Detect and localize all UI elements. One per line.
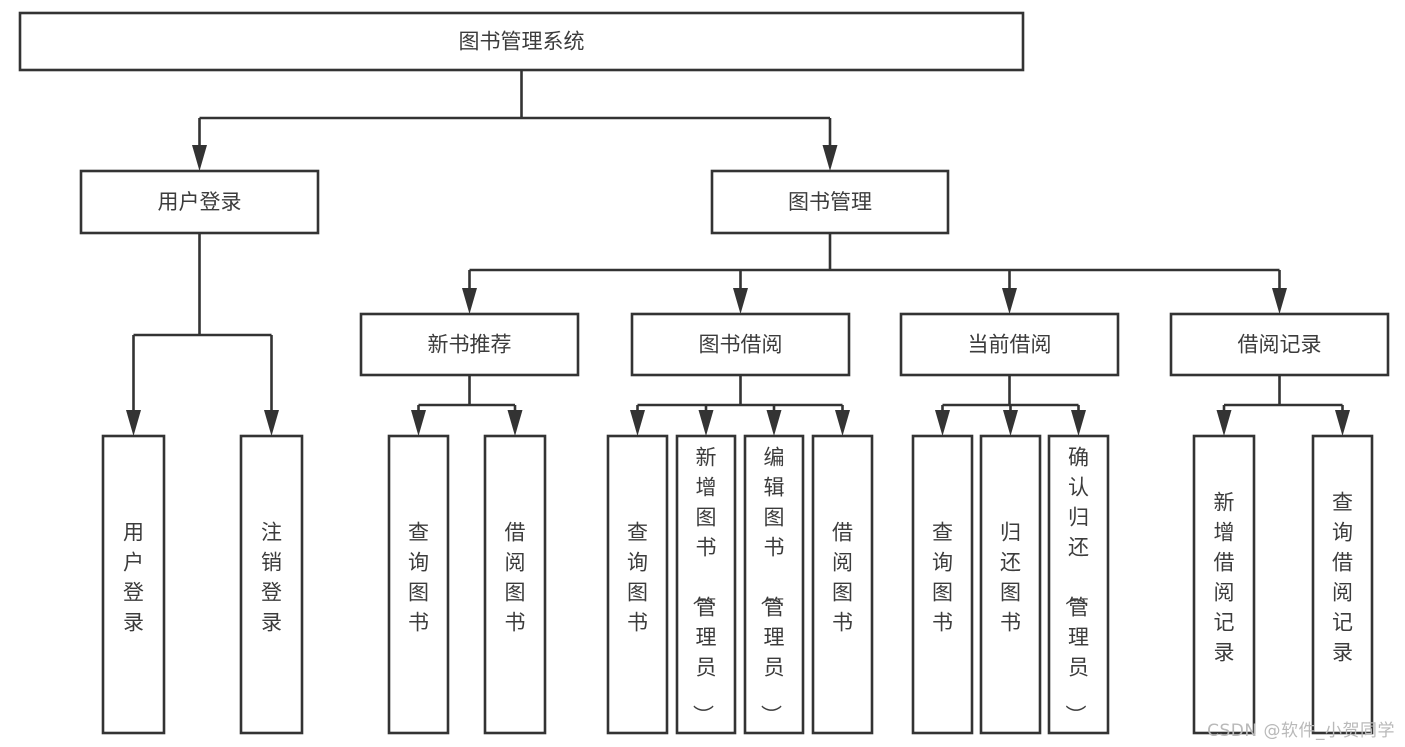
node-leaf-query-book-cur[interactable]: 查询图书 [911, 434, 974, 735]
arrow-head-icon [698, 410, 714, 436]
node-label-leaf-query-book-rec: 查询图书 [408, 521, 429, 635]
node-leaf-logout[interactable]: 注销登录 [239, 434, 304, 735]
node-label-leaf-query-book: 查询图书 [627, 521, 648, 635]
node-leaf-query-book-rec[interactable]: 查询图书 [387, 434, 450, 735]
node-label-user-login: 用户登录 [158, 190, 242, 214]
edge-group-borrow-record [1216, 375, 1350, 436]
arrow-head-icon [411, 410, 426, 436]
node-label-leaf-add-book: 新增图书（管理员） [691, 446, 717, 726]
node-label-book-borrow: 图书借阅 [699, 333, 783, 357]
edge-group-book-manage [462, 233, 1287, 314]
node-box-leaf-query-book-cur[interactable] [911, 434, 974, 735]
node-root[interactable]: 图书管理系统 [18, 11, 1025, 72]
arrow-head-icon [935, 410, 950, 436]
node-box-leaf-borrow-book[interactable] [811, 434, 874, 735]
node-box-leaf-return-book[interactable] [979, 434, 1042, 735]
node-leaf-edit-book[interactable]: 编辑图书（管理员） [743, 434, 805, 735]
node-leaf-query-record[interactable]: 查询借阅记录 [1311, 434, 1374, 735]
nodes-layer: 图书管理系统用户登录图书管理新书推荐图书借阅当前借阅借阅记录用户登录注销登录查询… [18, 11, 1390, 735]
node-box-borrow-record[interactable] [1169, 312, 1390, 377]
node-box-leaf-user-login[interactable] [101, 434, 166, 735]
node-label-root: 图书管理系统 [459, 30, 585, 54]
edge-group-user-login [126, 233, 279, 436]
node-leaf-borrow-book-rec[interactable]: 借阅图书 [483, 434, 547, 735]
edge-group-book-borrow [630, 375, 850, 436]
node-book-borrow[interactable]: 图书借阅 [630, 312, 851, 377]
arrow-head-icon [126, 410, 141, 436]
node-box-leaf-logout[interactable] [239, 434, 304, 735]
node-box-book-manage[interactable] [710, 169, 950, 235]
node-box-user-login[interactable] [79, 169, 320, 235]
arrow-head-icon [835, 410, 850, 436]
arrow-head-icon [462, 288, 477, 314]
node-current-borrow[interactable]: 当前借阅 [899, 312, 1120, 377]
edge-group-current-borrow [935, 375, 1086, 436]
node-label-leaf-user-login: 用户登录 [123, 521, 144, 635]
node-label-leaf-query-book-cur: 查询图书 [932, 521, 953, 635]
node-box-new-book-rec[interactable] [359, 312, 580, 377]
node-box-leaf-query-book[interactable] [606, 434, 669, 735]
node-box-leaf-add-book[interactable] [675, 434, 737, 735]
node-box-current-borrow[interactable] [899, 312, 1120, 377]
node-leaf-return-book[interactable]: 归还图书 [979, 434, 1042, 735]
arrow-head-icon [822, 145, 838, 171]
node-label-leaf-confirm-return: 确认归还（管理员） [1063, 446, 1089, 726]
node-borrow-record[interactable]: 借阅记录 [1169, 312, 1390, 377]
arrow-head-icon [1003, 410, 1018, 436]
node-label-leaf-return-book: 归还图书 [1000, 521, 1021, 635]
node-book-manage[interactable]: 图书管理 [710, 169, 950, 235]
arrow-head-icon [1071, 410, 1086, 436]
node-leaf-borrow-book[interactable]: 借阅图书 [811, 434, 874, 735]
edge-group-root [192, 70, 838, 171]
node-leaf-add-record[interactable]: 新增借阅记录 [1192, 434, 1256, 735]
node-box-book-borrow[interactable] [630, 312, 851, 377]
edge-group-new-book-rec [411, 375, 523, 436]
node-box-leaf-borrow-book-rec[interactable] [483, 434, 547, 735]
node-leaf-add-book[interactable]: 新增图书（管理员） [675, 434, 737, 735]
arrow-head-icon [192, 145, 207, 171]
csdn-watermark: CSDN @软件_小贺同学 [1207, 721, 1395, 741]
node-label-leaf-query-record: 查询借阅记录 [1332, 491, 1353, 665]
arrow-head-icon [1335, 410, 1350, 436]
node-label-book-manage: 图书管理 [788, 190, 872, 214]
node-label-leaf-edit-book: 编辑图书（管理员） [759, 446, 785, 726]
node-label-leaf-borrow-book-rec: 借阅图书 [505, 521, 526, 635]
node-leaf-user-login[interactable]: 用户登录 [101, 434, 166, 735]
arrow-head-icon [766, 410, 782, 436]
arrow-head-icon [507, 410, 523, 436]
node-box-leaf-confirm-return[interactable] [1047, 434, 1110, 735]
node-new-book-rec[interactable]: 新书推荐 [359, 312, 580, 377]
node-box-leaf-query-record[interactable] [1311, 434, 1374, 735]
arrow-head-icon [1002, 288, 1017, 314]
node-box-leaf-edit-book[interactable] [743, 434, 805, 735]
node-leaf-confirm-return[interactable]: 确认归还（管理员） [1047, 434, 1110, 735]
node-box-leaf-add-record[interactable] [1192, 434, 1256, 735]
node-label-leaf-add-record: 新增借阅记录 [1214, 491, 1235, 665]
node-label-current-borrow: 当前借阅 [968, 333, 1052, 357]
arrow-head-icon [264, 410, 279, 436]
node-label-leaf-borrow-book: 借阅图书 [832, 521, 853, 635]
node-box-root[interactable] [18, 11, 1025, 72]
node-user-login[interactable]: 用户登录 [79, 169, 320, 235]
node-label-new-book-rec: 新书推荐 [428, 333, 512, 357]
arrow-head-icon [1272, 288, 1287, 314]
node-label-borrow-record: 借阅记录 [1238, 333, 1322, 357]
edges-layer [126, 70, 1350, 436]
node-box-leaf-query-book-rec[interactable] [387, 434, 450, 735]
arrow-head-icon [630, 410, 645, 436]
node-label-leaf-logout: 注销登录 [261, 521, 282, 635]
arrow-head-icon [1216, 410, 1232, 436]
node-leaf-query-book[interactable]: 查询图书 [606, 434, 669, 735]
arrow-head-icon [733, 288, 748, 314]
